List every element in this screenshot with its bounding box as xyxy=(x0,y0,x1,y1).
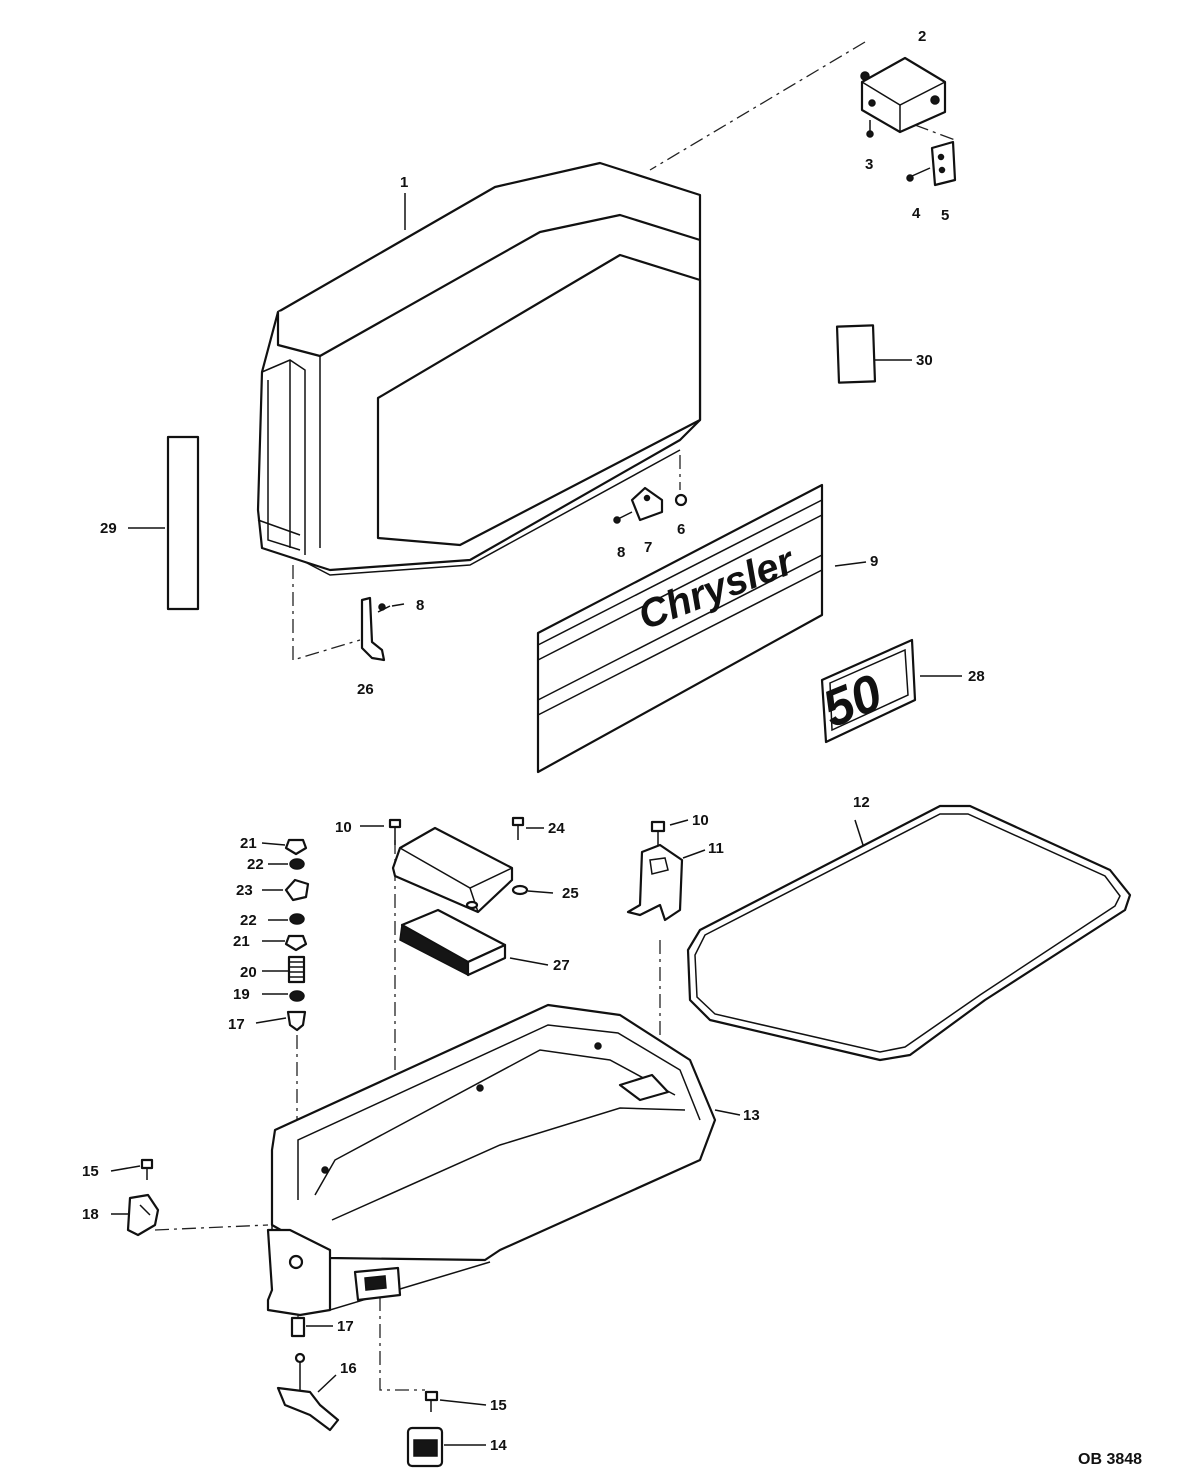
callout-26: 26 xyxy=(357,681,374,698)
callout-18: 18 xyxy=(82,1206,99,1223)
callout-27: 27 xyxy=(553,957,570,974)
callout-28: 28 xyxy=(968,668,985,685)
callout-1: 1 xyxy=(400,174,408,191)
part-26-bracket xyxy=(360,596,391,662)
top-cowl xyxy=(256,161,702,576)
callout-17-upper: 17 xyxy=(228,1016,245,1033)
callout-10-right: 10 xyxy=(692,812,709,829)
part-21-nut-upper xyxy=(284,838,308,856)
callout-17-lower: 17 xyxy=(337,1318,354,1335)
callout-15-bottom: 15 xyxy=(490,1397,507,1414)
callout-22-lower: 22 xyxy=(240,912,257,929)
callout-7: 7 xyxy=(644,539,652,556)
part-23-bushing xyxy=(284,878,310,902)
part-13-lower-cowl xyxy=(266,1003,717,1317)
part-28-decal: 50 xyxy=(815,638,917,744)
part-25-box xyxy=(391,826,529,914)
part-14-latch xyxy=(406,1426,444,1468)
part-4-screw xyxy=(906,167,931,182)
part-16-lever xyxy=(276,1352,340,1432)
part-30-decal xyxy=(835,324,877,384)
callout-19: 19 xyxy=(233,986,250,1003)
part-27-pad xyxy=(399,908,507,977)
part-20-spring xyxy=(287,955,306,984)
callout-30: 30 xyxy=(916,352,933,369)
callout-6: 6 xyxy=(677,521,685,538)
callout-10-left: 10 xyxy=(335,819,352,836)
part-8-screw-upper xyxy=(613,511,633,524)
part-24-screw xyxy=(511,816,525,840)
part-5-plate xyxy=(930,140,957,187)
callout-8-upper: 8 xyxy=(617,544,625,561)
callout-21-upper: 21 xyxy=(240,835,257,852)
part-10-screw-right xyxy=(650,820,666,845)
callout-8-lower: 8 xyxy=(416,597,424,614)
part-18-latch-plate xyxy=(126,1193,160,1237)
callout-2: 2 xyxy=(918,28,926,45)
part-10-screw-left xyxy=(388,818,402,845)
figure-reference: OB 3848 xyxy=(1078,1451,1142,1468)
callout-24: 24 xyxy=(548,820,565,837)
part-6-nut xyxy=(674,493,688,507)
part-21-nut-lower xyxy=(284,934,308,952)
callout-3: 3 xyxy=(865,156,873,173)
part-29-decal xyxy=(166,435,200,611)
callout-22-upper: 22 xyxy=(247,856,264,873)
callout-4: 4 xyxy=(912,205,921,222)
part-15-screw-bottom xyxy=(424,1390,439,1412)
part-17-grommet-upper xyxy=(286,1010,307,1032)
part-22-washer-lower xyxy=(289,913,305,925)
part-3-screw xyxy=(866,120,874,138)
part-12-seal xyxy=(686,804,1132,1062)
part-11-bracket xyxy=(626,843,684,922)
callout-13: 13 xyxy=(743,1107,760,1124)
part-7-bracket xyxy=(630,486,664,522)
callout-25: 25 xyxy=(562,885,579,902)
callout-12: 12 xyxy=(853,794,870,811)
callout-14: 14 xyxy=(490,1437,507,1454)
leader-lines xyxy=(110,193,962,1446)
callout-11: 11 xyxy=(708,840,724,857)
part-19-washer xyxy=(289,990,305,1002)
callout-15-left: 15 xyxy=(82,1163,99,1180)
part-2-bracket xyxy=(860,56,947,134)
part-15-screw-left xyxy=(140,1158,154,1180)
callout-20: 20 xyxy=(240,964,257,981)
callout-23: 23 xyxy=(236,882,253,899)
part-17-grommet-lower xyxy=(290,1316,306,1338)
callout-labels: 1 2 3 4 5 6 7 8 8 9 10 10 11 12 13 14 15… xyxy=(82,28,985,1454)
callout-9: 9 xyxy=(870,553,878,570)
callout-16: 16 xyxy=(340,1360,357,1377)
part-22-washer-upper xyxy=(289,858,305,870)
callout-5: 5 xyxy=(941,207,949,224)
callout-21-lower: 21 xyxy=(233,933,250,950)
callout-29: 29 xyxy=(100,520,117,537)
